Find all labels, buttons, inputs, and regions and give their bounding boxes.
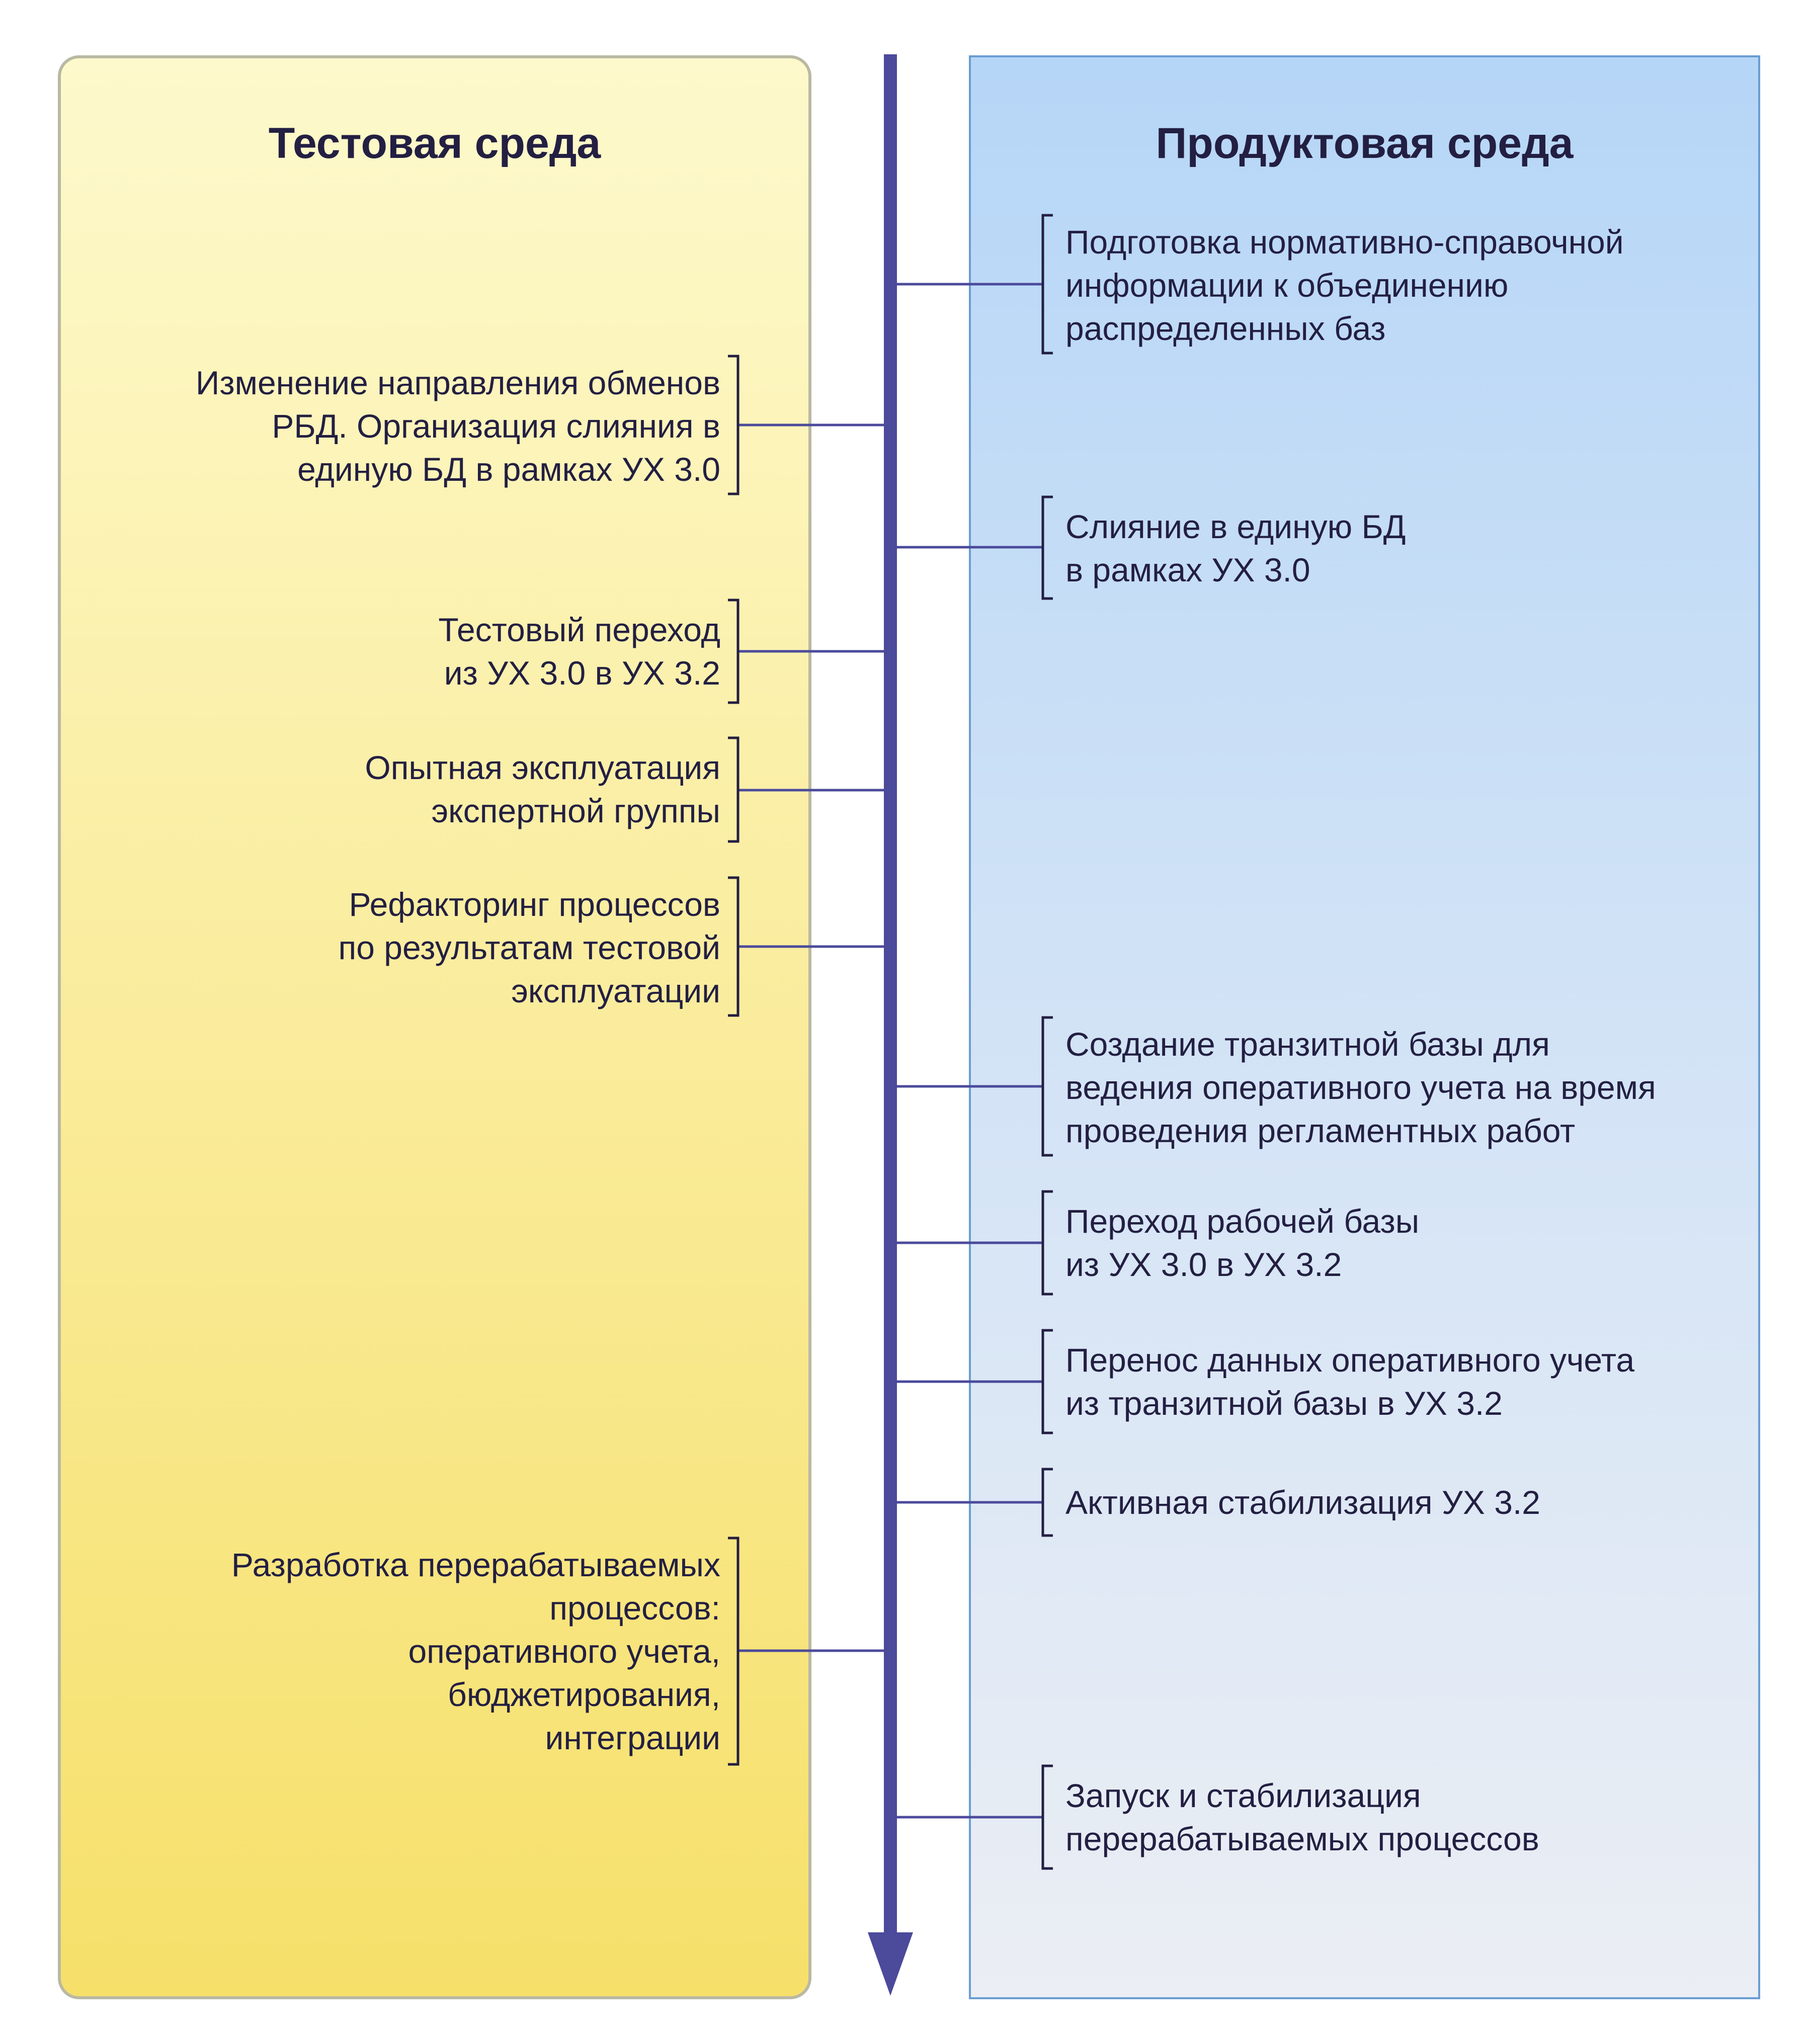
production-environment-panel [969, 55, 1760, 1999]
test-step-2-line-2: из УХ 3.0 в УХ 3.2 [444, 654, 720, 692]
test-step-pilot-operation: Опытная эксплуатация экспертной группы [365, 746, 720, 832]
test-step-1-line-3: единую БД в рамках УХ 3.0 [297, 451, 720, 488]
prod-step-7-line-2: перерабатываемых процессов [1065, 1820, 1539, 1857]
right-connector-4 [890, 1190, 1053, 1296]
production-environment-title: Продуктовая среда [1156, 119, 1574, 167]
test-step-5-line-1: Разработка перерабатываемых [231, 1546, 720, 1583]
left-connector-2 [728, 599, 890, 704]
prod-step-1-line-3: распределенных баз [1065, 310, 1386, 347]
right-connector-5 [890, 1329, 1053, 1434]
right-connector-3 [890, 1016, 1053, 1157]
prod-step-active-stabilization: Активная стабилизация УХ 3.2 [1065, 1481, 1540, 1524]
prod-step-5-line-1: Перенос данных оперативного учета [1065, 1341, 1635, 1379]
right-connector-6 [890, 1468, 1053, 1537]
timeline-arrowhead [868, 1932, 913, 1996]
right-connector-1 [890, 214, 1053, 355]
prod-step-transit-base: Создание транзитной базы для ведения опе… [1065, 1023, 1656, 1152]
test-step-4-line-2: по результатам тестовой [338, 929, 720, 966]
prod-step-2-line-2: в рамках УХ 3.0 [1065, 551, 1310, 588]
prod-step-data-transfer: Перенос данных оперативного учета из тра… [1065, 1338, 1634, 1425]
prod-step-3-line-1: Создание транзитной базы для [1065, 1026, 1550, 1063]
prod-step-1-line-1: Подготовка нормативно-справочной [1065, 223, 1624, 261]
test-step-process-development: Разработка перерабатываемых процессов: о… [231, 1543, 720, 1759]
prod-step-launch-stabilization: Запуск и стабилизация перерабатываемых п… [1065, 1774, 1539, 1860]
test-step-test-migration: Тестовый переход из УХ 3.0 в УХ 3.2 [438, 608, 720, 695]
test-environment-panel [58, 55, 811, 1999]
test-step-5-line-5: интеграции [545, 1719, 720, 1756]
right-connector-2 [890, 495, 1053, 600]
prod-step-6-line-1: Активная стабилизация УХ 3.2 [1065, 1484, 1541, 1521]
prod-step-working-base-migration: Переход рабочей базы из УХ 3.0 в УХ 3.2 [1065, 1200, 1419, 1286]
left-connector-5 [728, 1537, 890, 1766]
test-step-4-line-3: эксплуатации [511, 972, 720, 1009]
test-step-5-line-4: бюджетирования, [448, 1676, 720, 1713]
test-environment-title: Тестовая среда [268, 119, 601, 167]
prod-step-3-line-3: проведения регламентных работ [1065, 1112, 1576, 1149]
prod-step-reference-data: Подготовка нормативно-справочной информа… [1065, 220, 1624, 350]
left-connector-3 [728, 736, 890, 843]
prod-step-3-line-2: ведения оперативного учета на время [1065, 1069, 1656, 1106]
test-step-refactoring: Рефакторинг процессов по результатам тес… [339, 883, 720, 1012]
test-step-exchange-direction: Изменение направления обменов РБД. Орган… [196, 361, 720, 491]
prod-step-2-line-1: Слияние в единую БД [1065, 508, 1406, 545]
prod-step-db-merge: Слияние в единую БД в рамках УХ 3.0 [1065, 505, 1406, 591]
test-step-5-line-3: оперативного учета, [408, 1633, 720, 1670]
prod-step-1-line-2: информации к объединению [1065, 267, 1509, 304]
prod-step-7-line-1: Запуск и стабилизация [1065, 1777, 1421, 1814]
prod-step-4-line-2: из УХ 3.0 в УХ 3.2 [1065, 1246, 1342, 1283]
test-step-1-line-2: РБД. Организация слияния в [272, 407, 720, 445]
left-connector-1 [728, 355, 890, 495]
test-step-2-line-1: Тестовый переход [438, 611, 720, 648]
test-step-5-line-2: процессов: [549, 1589, 720, 1627]
left-connector-4 [728, 876, 890, 1017]
test-step-3-line-2: экспертной группы [431, 792, 720, 829]
test-step-3-line-1: Опытная эксплуатация [365, 749, 720, 786]
prod-step-5-line-2: из транзитной базы в УХ 3.2 [1065, 1385, 1503, 1422]
test-step-4-line-1: Рефакторинг процессов [349, 886, 720, 923]
test-step-1-line-1: Изменение направления обменов [195, 364, 720, 401]
prod-step-4-line-1: Переход рабочей базы [1065, 1203, 1420, 1240]
right-connector-7 [890, 1764, 1053, 1870]
